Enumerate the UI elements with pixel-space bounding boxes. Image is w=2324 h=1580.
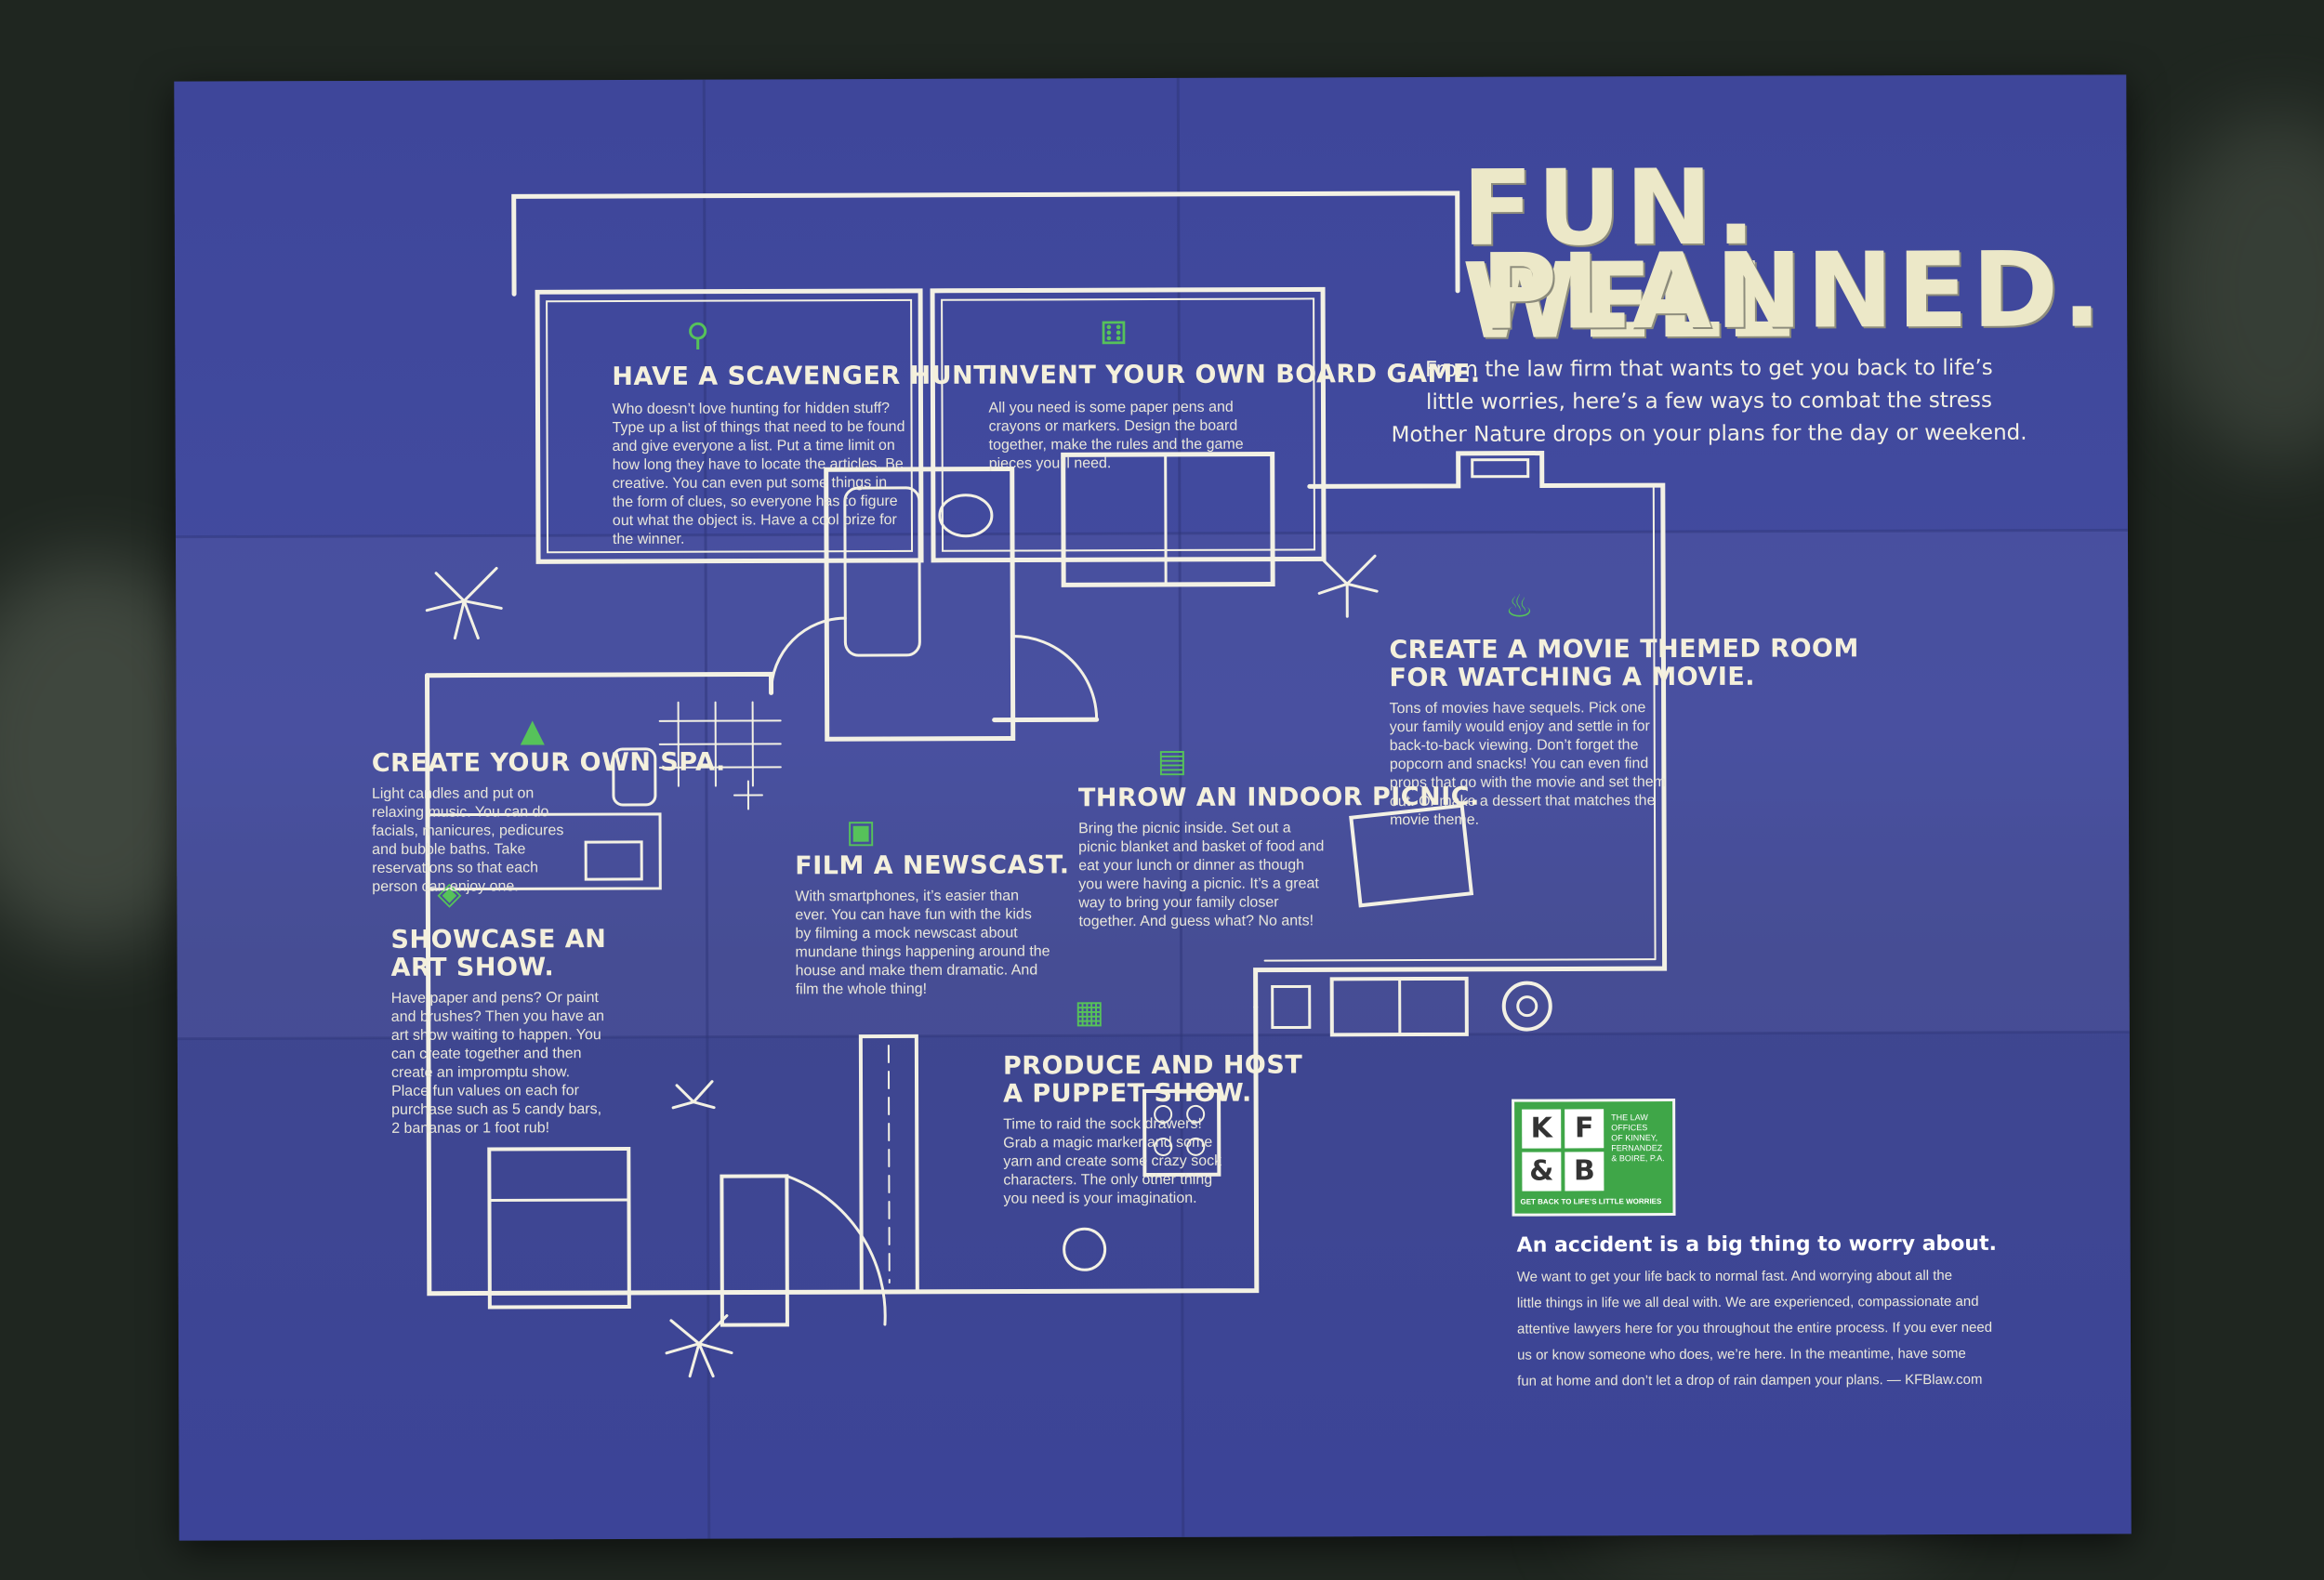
magnifier-icon: ⚲ (686, 317, 709, 354)
basket-icon: ▤ (1157, 743, 1187, 780)
movie-title-line2: FOR WATCHING A MOVIE. (1389, 664, 1755, 692)
board-game-title: INVENT YOUR OWN BOARD GAME. (988, 361, 1480, 390)
art-body: Have paper and pens? Or paint and brushe… (391, 989, 606, 1139)
logo-letter-b: B (1565, 1152, 1604, 1191)
spa-title: CREATE YOUR OWN SPA. (372, 749, 726, 778)
accident-line: attentive lawyers here for you throughou… (1517, 1315, 2000, 1343)
puppet-title-line1: PRODUCE AND HOST (1003, 1051, 1302, 1080)
accident-body: We want to get your life back to normal … (1517, 1263, 2000, 1395)
popcorn-icon: ♨ (1505, 588, 1534, 625)
art-title-line1: SHOWCASE AN (390, 926, 606, 955)
logo-tagline: GET BACK TO LIFE’S LITTLE WORRIES (1520, 1196, 1669, 1207)
poster-title-line2: PLANNED. (1481, 244, 2106, 338)
accident-line: little things in life we all deal with. … (1517, 1289, 2000, 1317)
logo-letter-k: K (1522, 1109, 1561, 1148)
puppet-body: Time to raid the sock drawers! Grab a ma… (1003, 1115, 1235, 1209)
spa-body: Light candles and put on relaxing music.… (372, 784, 586, 897)
logo-letter-f: F (1565, 1109, 1604, 1148)
logo-firm-name: THE LAW OFFICES OF KINNEY, FERNANDEZ & B… (1611, 1113, 1670, 1164)
firm-line: FERNANDEZ (1611, 1143, 1670, 1153)
scavenger-title: HAVE A SCAVENGER HUNT. (612, 362, 997, 391)
blueprint-poster: FUN. WELL PLANNED. From the law firm tha… (174, 74, 2131, 1540)
firm-line: THE LAW OFFICES (1611, 1113, 1670, 1133)
accident-headline: An accident is a big thing to worry abou… (1517, 1232, 1997, 1257)
curtain-icon: ▦ (1075, 994, 1104, 1031)
scavenger-body: Who doesn’t love hunting for hidden stuf… (612, 400, 910, 549)
droplet-icon: ▲ (521, 712, 545, 749)
puppet-title-line2: A PUPPET SHOW. (1003, 1080, 1252, 1109)
background-mottle (2157, 112, 2324, 465)
picnic-title: THROW AN INDOOR PICNIC. (1078, 783, 1480, 813)
movie-title-line1: CREATE A MOVIE THEMED ROOM (1389, 635, 1859, 665)
picnic-body: Bring the picnic inside. Set out a picni… (1078, 819, 1329, 931)
intro-line: Mother Nature drops on your plans for th… (1356, 417, 2063, 453)
intro-line: little worries, here’s a few ways to com… (1355, 385, 2062, 420)
newscast-title: FILM A NEWSCAST. (795, 851, 1069, 880)
logo-letter-amp: & (1522, 1152, 1561, 1191)
dice-icon: ⚅ (1100, 315, 1128, 352)
camera-icon: ▣ (846, 813, 876, 850)
firm-line: OF KINNEY, (1611, 1133, 1670, 1143)
newscast-body: With smartphones, it’s easier than ever.… (795, 887, 1050, 999)
accident-line: fun at home and don’t let a drop of rain… (1517, 1367, 2000, 1395)
firm-line: & BOIRE, P.A. (1611, 1153, 1670, 1164)
art-title-line2: ART SHOW. (391, 954, 555, 982)
accident-line: us or know someone who does, we’re here.… (1517, 1341, 2000, 1369)
firm-logo: K F & B THE LAW OFFICES OF KINNEY, FERNA… (1512, 1099, 1675, 1217)
board-game-body: All you need is some paper pens and cray… (988, 399, 1267, 474)
accident-line: We want to get your life back to normal … (1517, 1263, 2000, 1291)
